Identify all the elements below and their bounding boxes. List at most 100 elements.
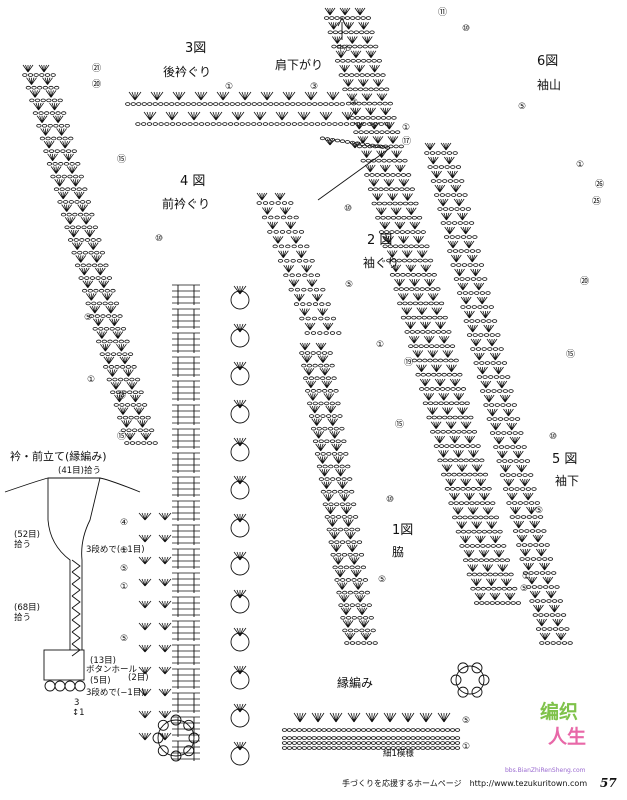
chain-stitch bbox=[339, 540, 346, 544]
chain-stitch bbox=[307, 287, 313, 292]
chain-stitch bbox=[268, 102, 274, 106]
shell-stitch bbox=[119, 356, 131, 365]
shell-stitch bbox=[405, 264, 417, 273]
chain-stitch bbox=[385, 741, 391, 745]
chain-stitch bbox=[213, 102, 219, 106]
chain-stitch bbox=[435, 330, 442, 334]
fig2-title: 2 図 bbox=[367, 233, 393, 248]
shell-stitch bbox=[352, 582, 364, 590]
chain-stitch bbox=[147, 102, 153, 106]
chain-stitch bbox=[501, 361, 508, 365]
shell-stitch bbox=[489, 352, 501, 361]
chain-stitch bbox=[389, 273, 396, 277]
chain-stitch bbox=[332, 122, 338, 126]
shell-stitch bbox=[299, 342, 311, 351]
chain-stitch bbox=[274, 215, 280, 220]
chain-stitch bbox=[187, 122, 193, 126]
shell-stitch bbox=[138, 600, 152, 609]
shell-stitch bbox=[322, 322, 334, 331]
chain-stitch bbox=[356, 540, 363, 544]
chain-stitch bbox=[68, 136, 74, 141]
fig1-label: 脇 bbox=[392, 545, 405, 559]
chain-stitch bbox=[50, 73, 56, 77]
shell-stitch bbox=[431, 307, 443, 315]
chain-stitch bbox=[326, 122, 332, 126]
shell-stitch bbox=[423, 335, 435, 344]
chain-stitch bbox=[281, 736, 288, 740]
chain-stitch bbox=[378, 87, 385, 92]
chain-stitch bbox=[216, 122, 222, 126]
shell-stitch bbox=[311, 418, 323, 426]
shell-stitch bbox=[493, 436, 505, 445]
chain-stitch bbox=[443, 207, 449, 211]
chain-stitch bbox=[63, 162, 70, 166]
chain-stitch bbox=[360, 746, 367, 750]
chain-stitch bbox=[483, 305, 489, 309]
chain-stitch bbox=[296, 728, 302, 732]
chain-stitch bbox=[456, 193, 462, 197]
chain-stitch bbox=[330, 552, 336, 557]
shell-stitch bbox=[412, 293, 424, 301]
chain-stitch bbox=[432, 358, 438, 363]
chain-stitch bbox=[463, 221, 469, 225]
marker-15-fig4: ⑮ bbox=[117, 155, 127, 165]
chain-stitch bbox=[344, 140, 351, 144]
chain-stitch bbox=[444, 487, 450, 491]
shell-stitch bbox=[260, 91, 274, 101]
chain-stitch bbox=[376, 201, 382, 206]
chain-stitch bbox=[115, 390, 122, 395]
chain-stitch bbox=[491, 319, 498, 323]
chain-stitch bbox=[22, 73, 28, 77]
chain-stitch bbox=[371, 201, 377, 206]
chain-stitch bbox=[508, 389, 514, 393]
chain-stitch bbox=[514, 417, 521, 421]
shell-stitch bbox=[172, 91, 186, 101]
edging-caption: 細1模様 bbox=[383, 749, 414, 759]
chain-stitch bbox=[412, 301, 419, 306]
shell-stitch bbox=[545, 590, 557, 599]
shell-stitch bbox=[358, 620, 370, 628]
chain-stitch bbox=[415, 728, 421, 732]
chain-stitch bbox=[54, 149, 60, 153]
chain-stitch bbox=[337, 452, 343, 456]
shell-stitch bbox=[539, 562, 550, 571]
shell-stitch bbox=[552, 618, 564, 627]
chain-stitch bbox=[383, 187, 389, 192]
chain-stitch bbox=[41, 123, 48, 128]
shell-stitch bbox=[49, 102, 60, 111]
chain-stitch bbox=[326, 414, 332, 418]
chain-stitch bbox=[425, 736, 431, 740]
shell-stitch bbox=[427, 293, 439, 301]
edging-flower bbox=[455, 665, 485, 695]
shell-stitch bbox=[59, 140, 71, 149]
chain-stitch bbox=[469, 319, 475, 323]
chain-stitch bbox=[400, 315, 407, 320]
chain-stitch bbox=[369, 73, 376, 77]
shell-stitch bbox=[98, 280, 110, 288]
shell-stitch bbox=[526, 506, 537, 515]
chain-stitch bbox=[430, 179, 437, 183]
chain-stitch bbox=[70, 225, 76, 230]
chain-stitch bbox=[474, 501, 480, 505]
chain-stitch bbox=[390, 736, 396, 740]
chain-stitch bbox=[326, 452, 332, 456]
chain-stitch bbox=[457, 291, 463, 295]
chain-stitch bbox=[400, 173, 407, 177]
chain-stitch bbox=[543, 613, 550, 617]
chain-stitch bbox=[475, 544, 481, 548]
shell-stitch bbox=[342, 620, 354, 628]
chain-stitch bbox=[533, 543, 539, 547]
chain-stitch bbox=[316, 728, 322, 732]
shell-stitch bbox=[427, 156, 439, 165]
shell-stitch bbox=[324, 7, 336, 16]
chain-stitch bbox=[57, 200, 63, 204]
chain-stitch bbox=[303, 258, 309, 263]
shell-stitch bbox=[283, 264, 294, 273]
chain-stitch bbox=[335, 439, 341, 444]
chain-stitch bbox=[306, 736, 312, 740]
chain-stitch bbox=[319, 302, 325, 306]
chain-stitch bbox=[356, 144, 363, 149]
shell-stitch bbox=[449, 492, 460, 501]
chain-stitch bbox=[108, 365, 114, 369]
chain-stitch bbox=[404, 330, 410, 334]
